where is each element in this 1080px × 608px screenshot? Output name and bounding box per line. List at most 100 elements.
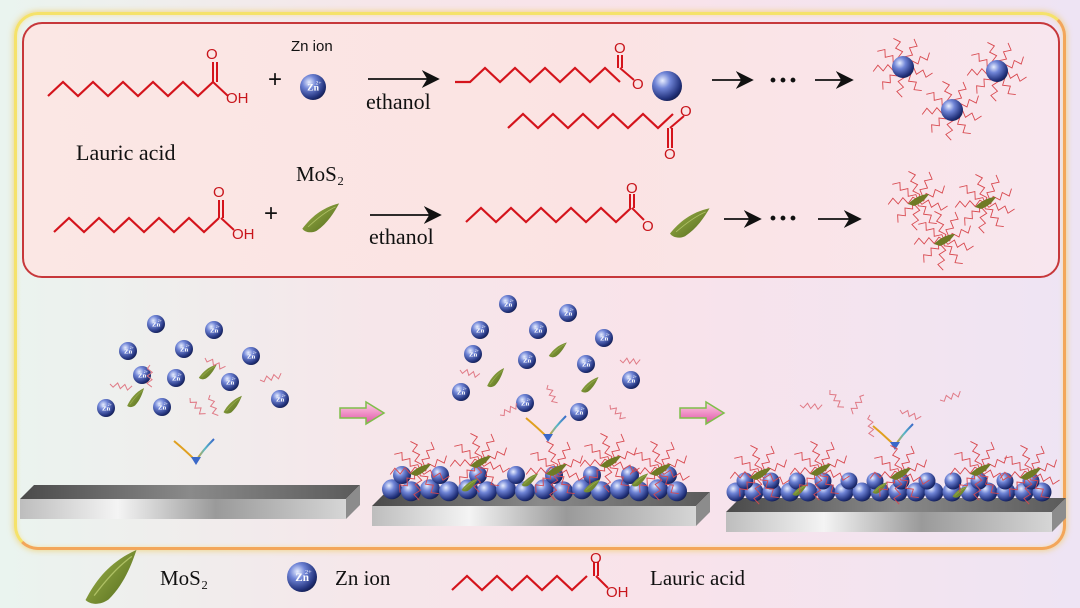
svg-text:Zn: Zn [469, 351, 478, 358]
svg-text:2+: 2+ [232, 377, 236, 381]
zn-sphere-icon-coating2 [496, 479, 516, 500]
svg-text:2+: 2+ [581, 407, 585, 411]
substrate-plate-icon-stage1 [20, 485, 360, 519]
svg-text:2+: 2+ [482, 325, 486, 329]
svg-text:2+: 2+ [186, 344, 190, 348]
zn-sphere-icon-coating2-top [621, 466, 639, 484]
svg-text:2+: 2+ [316, 80, 322, 86]
svg-text:Zn: Zn [295, 572, 310, 584]
mos2-flake-icon-coating3 [872, 482, 888, 494]
svg-text:2+: 2+ [164, 402, 168, 406]
zn-sphere-icon-coating2 [667, 481, 687, 502]
svg-text:2+: 2+ [633, 375, 637, 379]
legend-mos2-label: MoS₂ [160, 566, 209, 590]
deposition-arrow-icon-stage2 [525, 415, 567, 442]
ellipsis-top: ··· [768, 64, 799, 97]
zn-sphere-icon-coating2 [553, 481, 573, 502]
svg-text:2+: 2+ [588, 359, 592, 363]
lauric-brush-coating3 [949, 441, 1010, 501]
svg-text:2+: 2+ [540, 325, 544, 329]
lauric-acid-label: Lauric acid [76, 140, 176, 165]
zn-sphere-icon-coating3 [852, 482, 872, 502]
lauric-brush-coating2 [579, 433, 640, 493]
mos2-flake-icon-coating2 [461, 478, 479, 492]
zn-sphere-icon-coating2-top [431, 466, 449, 484]
zn-laurate-cluster-1 [872, 38, 933, 98]
zn-sphere-icon-stage2: Zn2+ [516, 394, 534, 412]
lauric-squiggle-stage1 [189, 397, 206, 415]
svg-text:Zn: Zn [226, 379, 235, 386]
mos2-flake-icon-stage1 [198, 364, 217, 380]
lauric-squiggle-stage1 [207, 394, 219, 416]
zn-sphere-icon-stage1: Zn2+ [147, 315, 165, 333]
lauric-acid-chain-bottom [53, 216, 220, 234]
deposition-arrow-icon-stage3 [872, 423, 914, 450]
zn-sphere-icon-coating2 [648, 479, 668, 500]
svg-text:Zn: Zn [476, 327, 485, 334]
zn-sphere-icon-top: Zn2+ [300, 74, 326, 100]
zn-sphere-icon-stage2: Zn2+ [452, 383, 470, 401]
lauric-acid-chain-legend [451, 574, 588, 592]
lauric-brush-coating2 [449, 433, 510, 493]
zn-sphere-icon-coating2 [515, 481, 535, 502]
atom-o-top-ester2-link: O [680, 103, 692, 120]
mos2-flake-icon-reaction [302, 203, 340, 233]
svg-text:2+: 2+ [253, 351, 257, 355]
svg-text:Zn: Zn [138, 372, 147, 379]
zn-sphere-icon-stage1: Zn2+ [167, 369, 185, 387]
atom-oh-legend: OH [606, 584, 629, 601]
svg-text:2+: 2+ [606, 333, 610, 337]
atom-o-bottom-ester: O [626, 180, 638, 197]
legend-lauric-label: Lauric acid [650, 566, 746, 590]
lauric-brush-coating2 [389, 441, 450, 501]
zn-laurate-cluster-2 [966, 42, 1027, 102]
zn-sphere-icon-stage1: Zn2+ [119, 342, 137, 360]
mos2-flake-icon-legend [85, 549, 137, 604]
svg-text:Zn: Zn [600, 335, 609, 342]
zn-sphere-icon-stage1: Zn2+ [175, 340, 193, 358]
zn-sphere-icon-stage2: Zn2+ [570, 403, 588, 421]
svg-text:2+: 2+ [527, 398, 531, 402]
svg-text:2+: 2+ [108, 403, 112, 407]
mos2-label-reaction: MoS₂ [296, 162, 345, 186]
svg-text:Zn: Zn [158, 404, 167, 411]
zn-sphere-icon-coating2 [477, 481, 497, 502]
svg-text:2+: 2+ [305, 569, 312, 576]
svg-text:Zn: Zn [564, 310, 573, 317]
mos2-flake-icon-coating2 [583, 479, 601, 493]
mos2-flake-icon-coating2 [631, 473, 649, 487]
svg-text:2+: 2+ [178, 373, 182, 377]
svg-text:Zn: Zn [247, 353, 256, 360]
lauric-squiggle-stage3 [829, 389, 845, 408]
lauric-squiggle-stage3 [799, 402, 823, 411]
lauric-brush-coating3 [869, 445, 930, 505]
svg-text:2+: 2+ [463, 387, 467, 391]
svg-text:Zn: Zn [152, 321, 161, 328]
zn-sphere-icon-stage2: Zn2+ [518, 351, 536, 369]
lauric-squiggle-stage2 [609, 404, 626, 420]
ester-chain-top1 [455, 66, 621, 84]
zn-sphere-icon-coating2 [591, 481, 611, 502]
mos2-laurate-cluster-2 [954, 174, 1015, 234]
svg-text:2+: 2+ [475, 349, 479, 353]
mos2-laurate-cluster-1 [887, 171, 948, 231]
svg-text:2+: 2+ [158, 319, 162, 323]
lauric-squiggle-stage3 [899, 409, 922, 421]
mos2-flake-icon-complex [669, 208, 710, 238]
svg-text:2+: 2+ [510, 299, 514, 303]
deposition-arrow-icon-stage1 [173, 438, 215, 465]
zn-sphere-icon-stage2: Zn2+ [464, 345, 482, 363]
ellipsis-bottom: ··· [768, 202, 799, 235]
svg-text:Zn: Zn [627, 377, 636, 384]
zn-sphere-icon-complex [652, 71, 682, 101]
lauric-brush-coating2 [629, 441, 690, 501]
zn-sphere-icon-coating2 [439, 481, 459, 502]
lauric-squiggle-stage3 [867, 414, 875, 438]
ethanol-label-bottom: ethanol [369, 224, 434, 249]
mos2-laurate-cluster-3 [913, 211, 974, 271]
zn-sphere-icon-coating3-top [996, 472, 1014, 490]
pink-arrow-icon-1 [339, 400, 386, 426]
svg-text:Zn: Zn [172, 375, 181, 382]
outer-frame [14, 12, 1066, 550]
